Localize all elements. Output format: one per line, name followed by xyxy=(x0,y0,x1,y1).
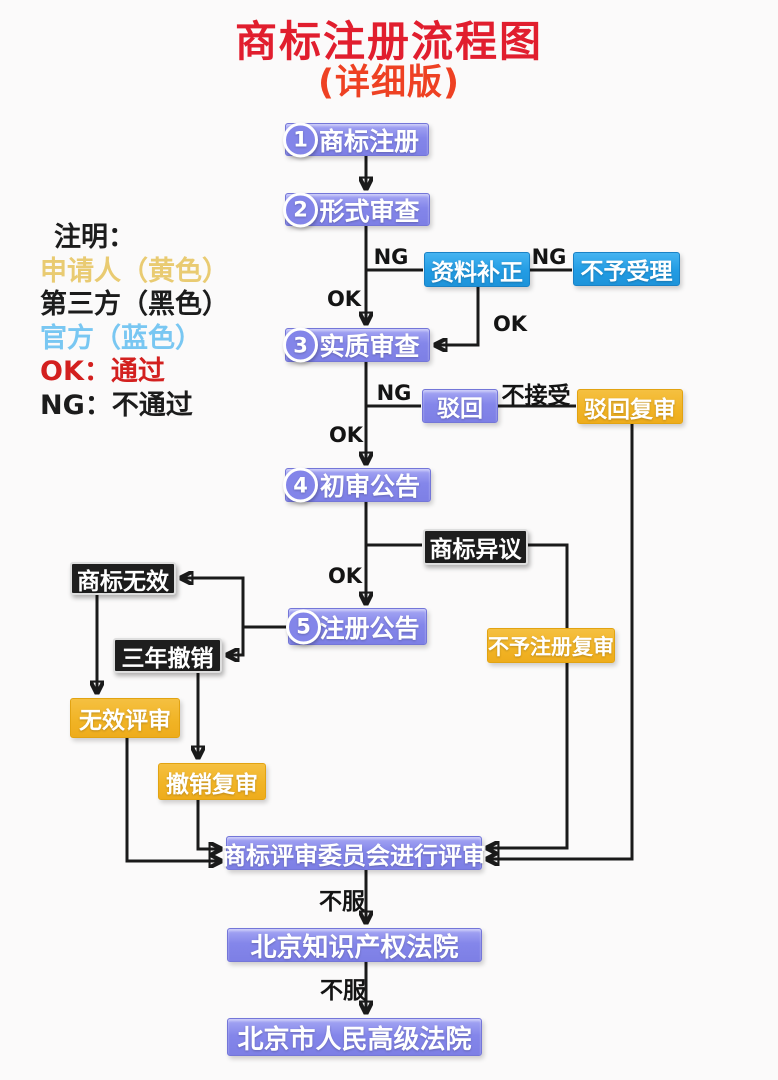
edge-label-ng-1: NG xyxy=(373,245,409,269)
step-3-substantive-examination: 3 实质审查 xyxy=(283,327,430,363)
page-title: 商标注册流程图 xyxy=(234,17,543,66)
edge-label-ok-3: OK xyxy=(328,423,364,447)
edge-step5-to-threeyearrevoke xyxy=(227,627,245,655)
legend-item-ok: OK：通过 xyxy=(40,356,165,387)
node-trab-review: 商标评审委员会进行评审 xyxy=(222,836,486,870)
edge-step5-to-invalidation xyxy=(181,578,288,629)
node-beijing-ip-court: 北京知识产权法院 xyxy=(227,928,482,963)
step-3-label: 实质审查 xyxy=(319,332,420,361)
node-rejection-review: 驳回复审 xyxy=(577,389,683,424)
edge-label-appeal-1: 不服 xyxy=(319,889,365,915)
node-beijing-high-court: 北京市人民高级法院 xyxy=(227,1018,482,1056)
edge-invalidreview-to-trab xyxy=(125,738,221,861)
legend-item-thirdparty: 第三方（黑色） xyxy=(40,289,229,320)
step-2-number-badge: 2 xyxy=(283,192,318,227)
node-three-year-revoke: 三年撤销 xyxy=(113,638,222,673)
step-5-number-badge: 5 xyxy=(286,609,321,644)
legend-item-official: 官方（蓝色） xyxy=(40,322,202,354)
edge-label-ng-3: NG xyxy=(376,381,412,405)
legend-item-applicant: 申请人（黄色） xyxy=(40,255,229,287)
node-invalidation: 商标无效 xyxy=(70,562,176,595)
step-1-trademark-registration: 1 商标注册 xyxy=(283,122,429,157)
edge-opposition-to-trab xyxy=(487,543,569,848)
edge-label-ok-1: OK xyxy=(326,287,362,311)
node-rejection: 驳回 xyxy=(422,389,498,423)
step-1-number-badge: 1 xyxy=(283,122,318,157)
edge-label-ok-2: OK xyxy=(492,312,528,336)
edge-label-appeal-2: 不服 xyxy=(320,978,366,1004)
page-subtitle: (详细版) xyxy=(318,63,460,103)
node-not-accepted: 不予受理 xyxy=(573,252,680,286)
edge-rejectionreview-to-trab xyxy=(487,424,634,859)
step-5-label: 注册公告 xyxy=(319,613,420,643)
step-4-number-badge: 4 xyxy=(283,467,318,503)
edge-revokereview-to-trab xyxy=(196,800,221,849)
edge-label-ok-4: OK xyxy=(327,564,363,588)
step-4-label: 初审公告 xyxy=(319,472,420,501)
node-invalid-review: 无效评审 xyxy=(70,698,180,738)
step-4-preliminary-announcement: 4 初审公告 xyxy=(283,467,431,503)
step-3-number-badge: 3 xyxy=(283,327,318,363)
legend-heading: 注明： xyxy=(54,222,135,253)
step-2-label: 形式审查 xyxy=(319,196,420,226)
legend: 注明： 申请人（黄色） 第三方（黑色） 官方（蓝色） OK：通过 NG：不通过 xyxy=(40,221,229,422)
step-2-formal-examination: 2 形式审查 xyxy=(283,192,430,227)
edge-label-not-accept: 不接受 xyxy=(501,383,571,409)
edge-correction-ok-to-step3 xyxy=(435,287,480,345)
node-opposition: 商标异议 xyxy=(423,529,528,565)
step-1-label: 商标注册 xyxy=(318,126,419,156)
node-no-registration-review: 不予注册复审 xyxy=(487,628,615,663)
node-correction: 资料补正 xyxy=(424,252,530,287)
legend-item-ng: NG：不通过 xyxy=(40,389,193,421)
node-revoke-review: 撤销复审 xyxy=(158,763,266,800)
edge-label-ng-2: NG xyxy=(531,245,567,269)
step-5-registration-announcement: 5 注册公告 xyxy=(286,608,427,645)
